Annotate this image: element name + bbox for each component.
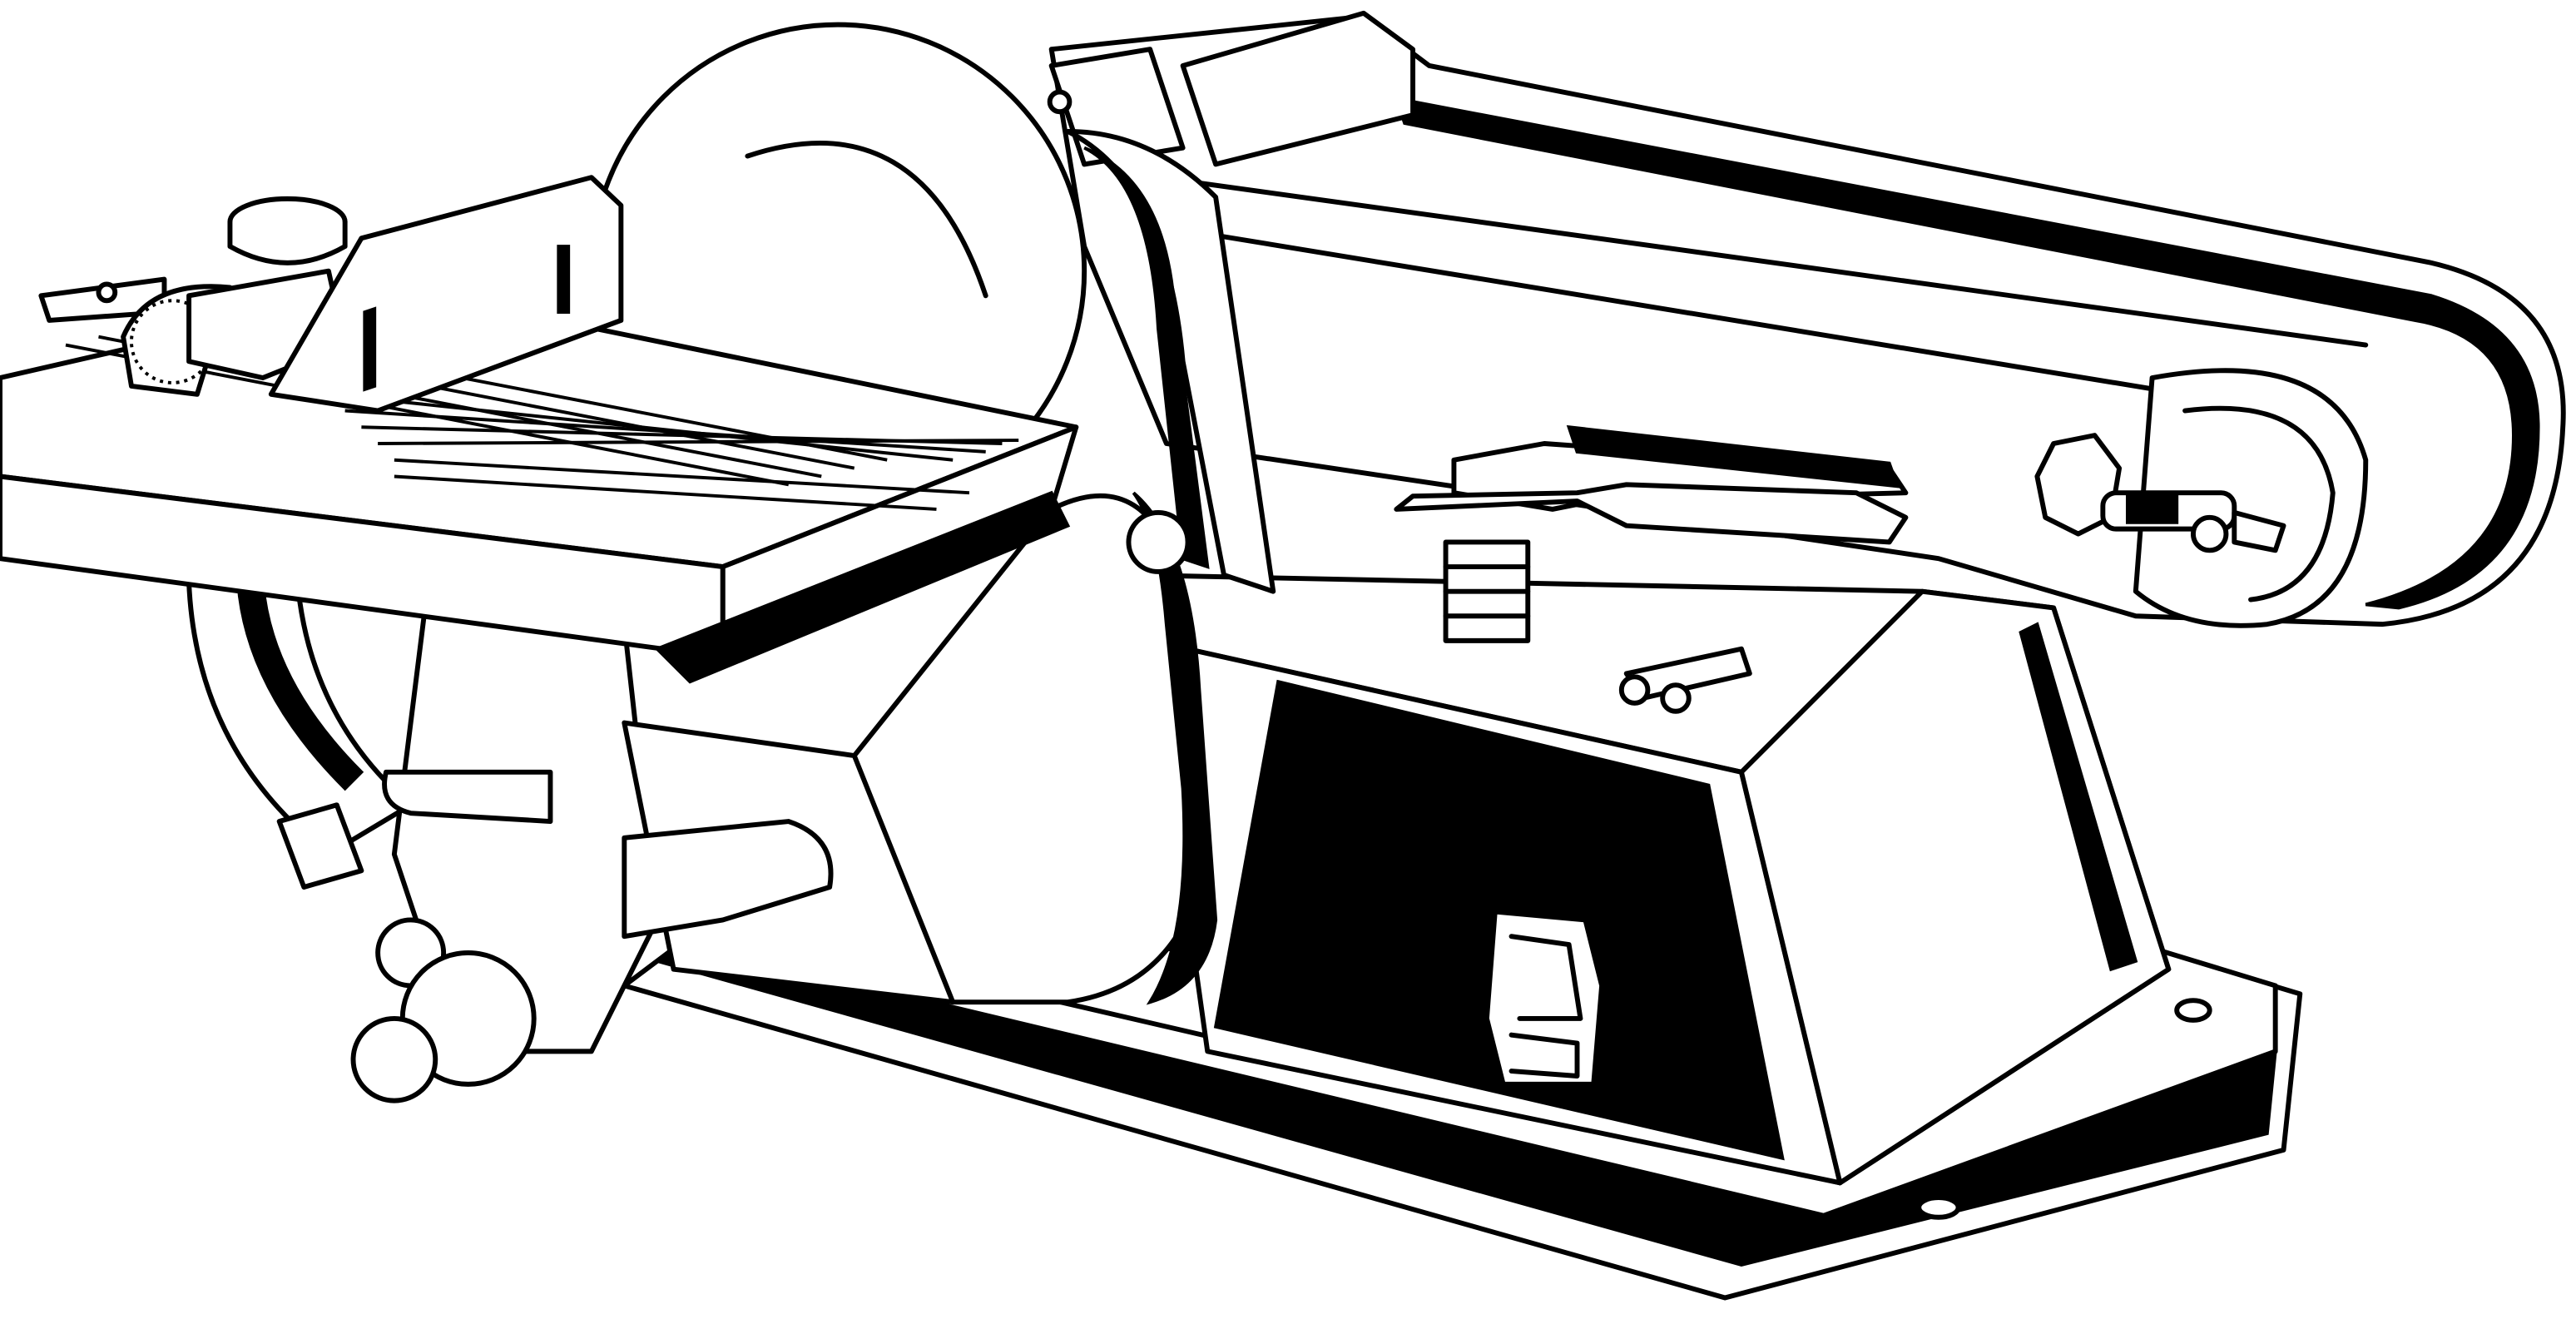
motor-housing xyxy=(1131,572,2172,1186)
belt-backstop xyxy=(1394,424,1909,714)
power-switch xyxy=(1484,909,1605,1087)
table-tilt-support xyxy=(186,539,956,1103)
belt-arm xyxy=(1047,10,2566,628)
miter-gauge xyxy=(121,175,624,414)
tracking-knob xyxy=(2034,433,2286,553)
